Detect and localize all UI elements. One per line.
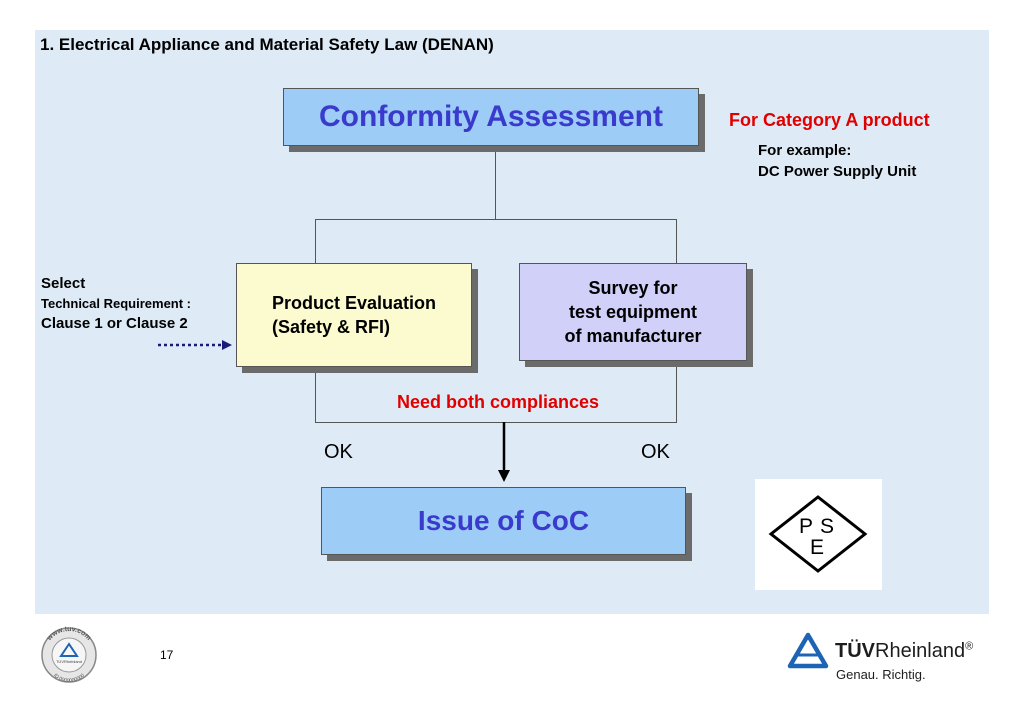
example-label: For example: bbox=[758, 142, 852, 159]
tuv-triangle-logo-icon bbox=[787, 632, 829, 669]
seal-text-bottom: ID 0000000000 bbox=[52, 672, 86, 684]
conformity-assessment-box: Conformity Assessment bbox=[283, 88, 699, 146]
registered-mark: ® bbox=[965, 640, 974, 653]
pse-mark: P S E bbox=[755, 479, 882, 590]
pse-letter-p: P bbox=[799, 515, 814, 538]
connector-top-horizontal bbox=[315, 219, 677, 220]
product-evaluation-line2: (Safety & RFI) bbox=[271, 317, 390, 337]
issue-coc-box: Issue of CoC bbox=[321, 487, 686, 555]
brand-bold: TÜV bbox=[835, 640, 875, 662]
clause-label: Clause 1 or Clause 2 bbox=[41, 315, 188, 332]
ok-right-label: OK bbox=[641, 441, 670, 463]
dotted-arrow-icon bbox=[158, 340, 232, 350]
issue-coc-label: Issue of CoC bbox=[417, 505, 590, 536]
technical-requirement-label: Technical Requirement : bbox=[41, 296, 192, 311]
pse-letter-s: S bbox=[820, 515, 835, 538]
survey-line3: of manufacturer bbox=[564, 326, 702, 346]
connector-left-down bbox=[315, 219, 316, 263]
survey-line2: test equipment bbox=[568, 302, 697, 322]
tuv-seal-icon: www.tuv.com ID 0000000000 TÜVRheinland bbox=[41, 626, 97, 684]
ok-left-label: OK bbox=[324, 441, 353, 463]
connector-bottom-horizontal bbox=[315, 422, 677, 423]
pse-letter-e: E bbox=[810, 536, 825, 559]
arrow-down-icon bbox=[498, 422, 510, 482]
conformity-assessment-label: Conformity Assessment bbox=[319, 100, 663, 133]
survey-line1: Survey for bbox=[588, 278, 678, 298]
seal-center-text: TÜVRheinland bbox=[56, 659, 82, 664]
product-evaluation-box: Product Evaluation (Safety & RFI) bbox=[236, 263, 472, 367]
survey-box: Survey for test equipment of manufacture… bbox=[519, 263, 747, 361]
brand-tagline: Genau. Richtig. bbox=[836, 667, 926, 682]
select-label: Select bbox=[41, 275, 86, 292]
brand-name: TÜVRheinland® bbox=[835, 640, 973, 663]
page-number: 17 bbox=[160, 648, 174, 662]
pse-diamond-icon bbox=[768, 495, 868, 573]
connector-right-down bbox=[676, 219, 677, 263]
need-both-label: Need both compliances bbox=[397, 392, 600, 412]
connector-left-lower bbox=[315, 367, 316, 422]
slide-title: 1. Electrical Appliance and Material Saf… bbox=[40, 35, 494, 54]
connector-top-vertical bbox=[495, 152, 496, 219]
svg-text:ID 0000000000: ID 0000000000 bbox=[52, 672, 86, 684]
category-note: For Category A product bbox=[729, 110, 930, 130]
product-evaluation-line1: Product Evaluation bbox=[271, 293, 437, 313]
brand-regular: Rheinland bbox=[875, 640, 966, 662]
example-value: DC Power Supply Unit bbox=[758, 163, 917, 180]
connector-right-lower bbox=[676, 361, 677, 422]
